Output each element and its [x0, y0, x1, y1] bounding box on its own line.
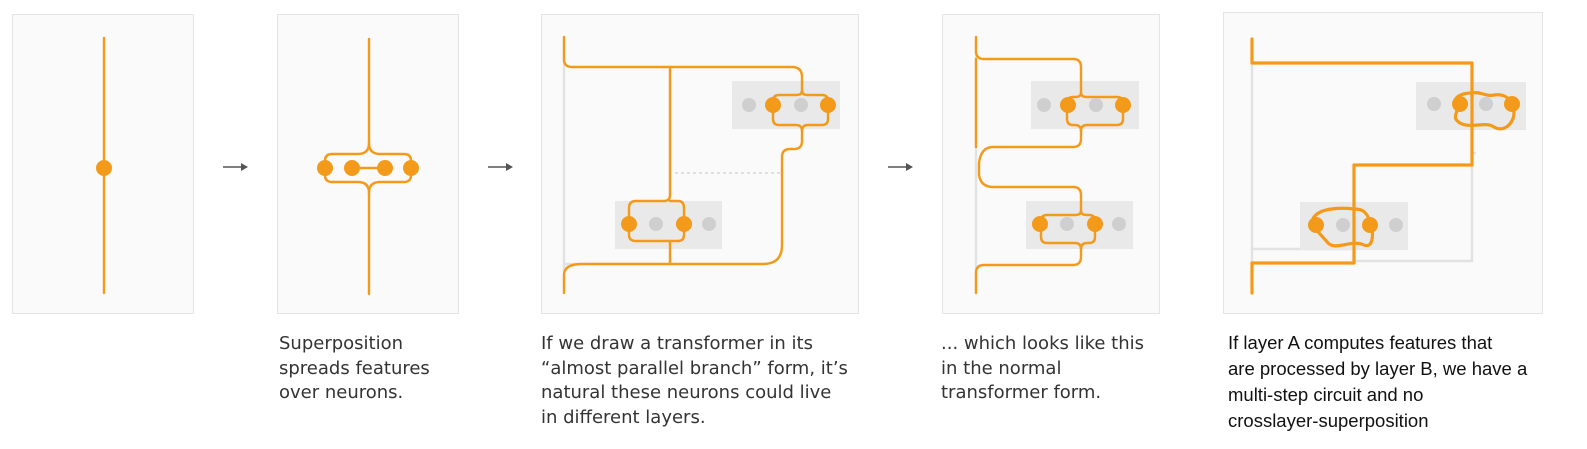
active-neuron	[1032, 216, 1048, 232]
inactive-neuron	[794, 98, 808, 112]
diagram-panel-multi-step-circuit	[1223, 12, 1543, 314]
normal-transformer-diagram	[974, 35, 1139, 295]
active-neuron	[820, 97, 836, 113]
active-neuron	[1115, 97, 1131, 113]
active-neuron	[1308, 217, 1324, 233]
inactive-neuron	[649, 217, 663, 231]
active-neuron	[96, 160, 112, 176]
inactive-neuron	[1037, 98, 1051, 112]
inactive-neuron	[1479, 97, 1493, 111]
right-arrow-icon	[488, 163, 513, 171]
feature-loop-lower-left	[627, 65, 672, 243]
diagram-panel-single-neuron	[12, 14, 194, 314]
inactive-neuron	[1089, 98, 1103, 112]
feature-path-lower	[562, 129, 804, 295]
active-neuron	[1087, 216, 1103, 232]
inactive-neuron	[1060, 217, 1074, 231]
inactive-neuron	[1389, 218, 1403, 232]
feature-path-upper	[562, 35, 804, 93]
active-neuron	[765, 97, 781, 113]
active-neuron	[317, 160, 333, 176]
active-neuron	[344, 160, 360, 176]
circuit-path	[1250, 37, 1474, 295]
single-neuron-diagram	[96, 36, 112, 295]
active-neuron	[1362, 217, 1378, 233]
active-neuron	[621, 216, 637, 232]
active-neuron	[1504, 96, 1520, 112]
feature-path-upper	[974, 35, 1083, 95]
inactive-neuron	[742, 98, 756, 112]
active-neuron	[1060, 97, 1076, 113]
right-arrow-icon	[888, 163, 913, 171]
inactive-neuron	[1336, 218, 1350, 232]
parallel-branch-diagram	[562, 35, 840, 295]
caption-multi-step-circuit: If layer A computes features that are pr…	[1228, 332, 1528, 431]
diagram-panel-normal-transformer	[942, 14, 1160, 314]
inactive-neuron	[702, 217, 716, 231]
feature-path-lower	[974, 247, 1083, 295]
inactive-neuron	[1112, 217, 1126, 231]
multi-step-circuit-diagram	[1250, 37, 1526, 295]
diagram-panel-parallel-branch	[541, 14, 859, 314]
caption-normal-transformer: ... which looks like this in the normal …	[941, 333, 1145, 403]
feature-path-middle	[977, 129, 1083, 213]
active-neuron	[676, 216, 692, 232]
active-neuron	[1452, 96, 1468, 112]
caption-parallel-branch: If we draw a transformer in its “almost …	[541, 333, 848, 428]
active-neuron	[377, 160, 393, 176]
caption-superposition: Superposition spreads features over neur…	[279, 333, 430, 403]
right-arrow-icon	[223, 163, 248, 171]
feature-loop-lower-right	[668, 199, 686, 266]
inactive-neuron	[1427, 97, 1441, 111]
diagram-panel-superposition	[277, 14, 459, 314]
active-neuron	[403, 160, 419, 176]
superposition-diagram	[317, 37, 419, 296]
